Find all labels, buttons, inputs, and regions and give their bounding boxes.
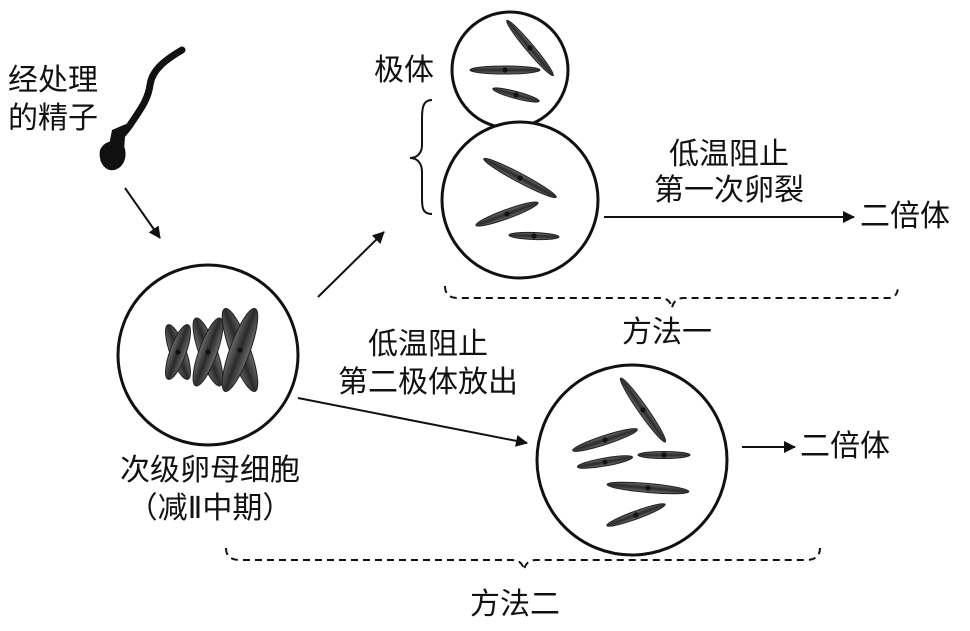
method1-dashed-brace — [444, 285, 899, 309]
method1-condition-line1: 低温阻止 — [669, 137, 789, 172]
centromere — [205, 349, 211, 355]
egg-cell-method1-chromosomes — [475, 157, 560, 241]
method2-condition-line1: 低温阻止 — [368, 327, 488, 362]
arrow-oocyte-to-polar-body — [317, 231, 385, 298]
treated-sperm-icon — [99, 46, 186, 171]
egg-cell-method2 — [535, 363, 729, 557]
centromere — [602, 459, 608, 465]
centromere — [513, 92, 519, 98]
egg-cell-method2-chromosomes — [572, 377, 691, 527]
centromere — [661, 452, 667, 458]
diploid-label-2: 二倍体 — [800, 429, 890, 464]
arrow-sperm-to-oocyte — [124, 187, 161, 239]
centromere — [527, 45, 533, 51]
diploid-label-1: 二倍体 — [860, 199, 950, 234]
polar-body-chromosomes — [469, 19, 554, 103]
oocyte-chromosomes — [165, 308, 259, 392]
centromere — [237, 347, 243, 353]
method2-dashed-brace — [225, 547, 821, 571]
arrow-oocyte-to-egg2 — [297, 397, 528, 447]
oocyte-label-line1: 次级卵母细胞 — [120, 453, 300, 488]
centromere — [645, 485, 651, 491]
centromere — [504, 211, 510, 217]
polar-body-label: 极体 — [374, 53, 434, 88]
centromere — [531, 233, 537, 239]
curly-brace — [409, 99, 433, 215]
method1-condition-line2: 第一次卵裂 — [654, 173, 804, 208]
centromere — [633, 512, 639, 518]
method2-label: 方法二 — [470, 587, 560, 622]
sperm-label-line1: 经处理 — [8, 63, 98, 98]
centromere — [517, 175, 523, 181]
centromere — [602, 437, 608, 443]
oocyte-label-line2: （减Ⅱ中期） — [127, 491, 293, 526]
sperm-label-line2: 的精子 — [8, 101, 98, 136]
centromere — [640, 407, 646, 413]
egg-cell-method1 — [440, 120, 600, 280]
method2-condition-line2: 第二极体放出 — [338, 365, 518, 400]
centromere — [502, 67, 508, 73]
method1-label: 方法一 — [622, 315, 712, 350]
centromere — [175, 349, 181, 355]
